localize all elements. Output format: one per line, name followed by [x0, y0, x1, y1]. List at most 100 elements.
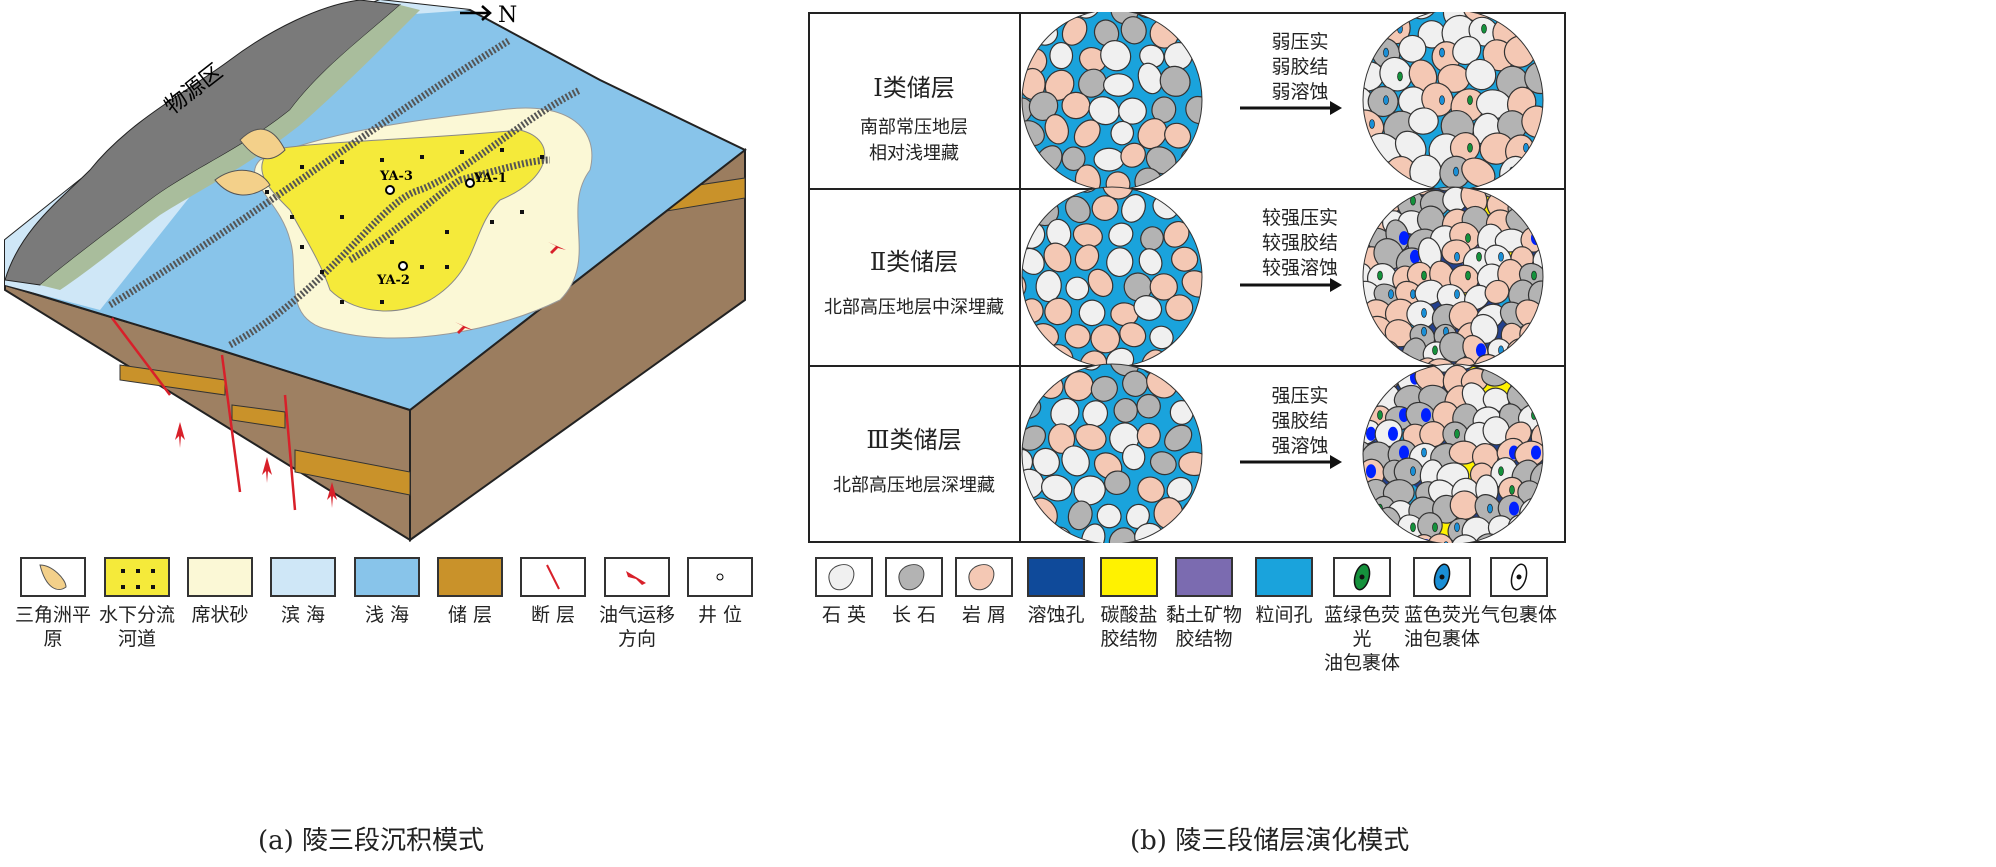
- migration-arrow-icon: [548, 242, 566, 254]
- channel-dot: [265, 190, 269, 194]
- faults: [111, 317, 297, 511]
- channel-dot: [390, 240, 394, 244]
- grain: [1022, 190, 1029, 220]
- legend-item-4: 碳酸盐胶结物: [1085, 557, 1173, 651]
- grain: [1363, 364, 1379, 391]
- channel-dot: [540, 155, 544, 159]
- legend-swatch: [1413, 557, 1471, 597]
- inclusion: [1388, 372, 1394, 383]
- inclusion: [1520, 372, 1526, 383]
- grain: [1106, 247, 1134, 278]
- grain: [1022, 394, 1042, 419]
- grain: [1110, 120, 1135, 146]
- reservoir-swatch: [437, 557, 503, 597]
- grain: [1075, 423, 1107, 451]
- legend-label: 黏土矿物: [1165, 604, 1242, 626]
- grain: [1043, 242, 1072, 273]
- legend-label: 三角洲平原: [14, 604, 91, 650]
- grain: [1087, 268, 1114, 298]
- legend-label: 长 石: [891, 604, 937, 626]
- north-label: N: [498, 3, 517, 28]
- channel-dot: [445, 230, 449, 234]
- grain: [1165, 294, 1194, 322]
- caption-b: (b) 陵三段储层演化模式: [1130, 826, 1410, 856]
- grain: [1518, 187, 1543, 197]
- well-ya2-icon: [398, 261, 408, 271]
- grain: [1061, 445, 1090, 477]
- legend-label: 油包裹体: [1403, 628, 1480, 650]
- legend-item-5: 黏土矿物胶结物: [1160, 557, 1248, 651]
- process-text: 弱胶结: [1271, 56, 1329, 78]
- legend-label: 粒间孔: [1255, 604, 1313, 626]
- row-desc: 南部常压地层: [860, 117, 968, 138]
- channel-dot: [460, 150, 464, 154]
- reservoir-layer: [119, 364, 226, 396]
- grain: [1091, 195, 1119, 221]
- channel-swatch: [104, 557, 170, 597]
- grain: [1531, 515, 1543, 543]
- legend-swatch: [1100, 557, 1158, 597]
- legend-label: 碳酸盐: [1100, 604, 1158, 626]
- grain: [1061, 91, 1091, 120]
- legend-swatch: [1333, 557, 1391, 597]
- grain: [1065, 276, 1090, 301]
- migration-arrow-icon: [327, 482, 337, 508]
- grain: [1364, 355, 1391, 367]
- legend-item-1: 长 石: [870, 557, 958, 627]
- grain: [1022, 166, 1042, 190]
- inclusion: [1487, 503, 1493, 514]
- grain: [1081, 523, 1106, 543]
- legend-item-well: 井 位: [675, 557, 765, 627]
- thin-section-after: [1356, 364, 1543, 543]
- grain: [1363, 314, 1368, 344]
- inclusion: [1531, 541, 1537, 543]
- grain: [1121, 443, 1146, 471]
- process-arrowhead-icon: [1330, 278, 1342, 292]
- grain: [1078, 299, 1106, 327]
- grain: [1149, 451, 1177, 476]
- inclusion: [1410, 522, 1416, 533]
- grain: [1137, 118, 1168, 150]
- inclusion: [1369, 119, 1375, 129]
- legend-item-7: 蓝绿色荧光油包裹体: [1318, 557, 1406, 675]
- grain: [1022, 364, 1046, 373]
- thin-section-after: [1363, 12, 1543, 190]
- migration-arrow-icon: [455, 322, 473, 334]
- inclusion: [1465, 270, 1471, 281]
- process-text: 强溶蚀: [1271, 435, 1329, 457]
- channel-dot: [340, 215, 344, 219]
- inclusion: [1388, 289, 1394, 300]
- grain: [1113, 397, 1138, 423]
- inclusion: [1443, 541, 1449, 543]
- legend-swatch: [1490, 557, 1548, 597]
- well-label-ya3: YA-3: [379, 169, 413, 184]
- grain: [1022, 521, 1044, 543]
- inclusion: [1356, 504, 1361, 513]
- grain: [1050, 397, 1080, 428]
- process-text: 弱压实: [1271, 31, 1329, 53]
- grain: [1022, 143, 1030, 171]
- grain: [1363, 358, 1369, 367]
- legend-swatch: [885, 557, 943, 597]
- legend-item-8: 蓝色荧光油包裹体: [1398, 557, 1486, 651]
- legend-label: 胶结物: [1100, 628, 1158, 650]
- inclusion: [1410, 466, 1416, 477]
- inclusion: [1432, 522, 1438, 533]
- dissolution-pore: [1410, 249, 1420, 264]
- grain: [1363, 332, 1380, 363]
- channel-line: [348, 156, 551, 264]
- grain: [1109, 364, 1140, 377]
- grain: [1528, 199, 1543, 232]
- grain: [1363, 187, 1368, 195]
- inclusion: [1465, 233, 1471, 243]
- grain: [1531, 386, 1543, 414]
- legend-label: 岩 屑: [961, 604, 1007, 626]
- table-divider: [1019, 12, 1021, 543]
- dissolution-pore: [1542, 464, 1543, 479]
- dissolution-pore: [1542, 389, 1543, 404]
- inclusion: [1481, 23, 1487, 34]
- inclusion: [1467, 143, 1473, 153]
- grain: [1104, 470, 1131, 496]
- grain: [1465, 58, 1497, 91]
- channel-dot: [420, 155, 424, 159]
